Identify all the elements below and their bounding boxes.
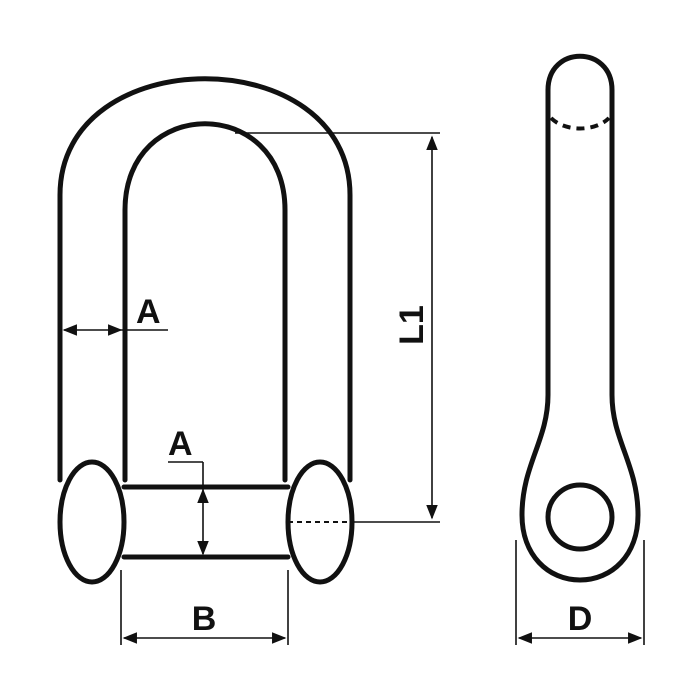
dimension-a-bow: A: [62, 293, 168, 336]
dimension-d-label: D: [568, 600, 593, 638]
dimension-l1: L1: [235, 132, 440, 523]
shackle-front-view: [57, 76, 355, 585]
shackle-left-eye: [57, 459, 127, 585]
dimension-a-pin-label: A: [168, 425, 193, 463]
shackle-side-outline: [519, 53, 641, 583]
dimension-b-label: B: [192, 600, 217, 638]
shackle-outer-outline: [57, 76, 353, 483]
dimension-a-bow-label: A: [136, 293, 161, 331]
dimension-d: D: [515, 540, 645, 645]
shackle-side-view: [519, 53, 641, 583]
dimension-l1-label: L1: [393, 305, 431, 345]
shackle-side-eye-hole: [545, 482, 615, 552]
shackle-inner-outline: [122, 121, 288, 483]
dimension-b: B: [120, 570, 289, 645]
shackle-side-top-dashed-arc: [549, 116, 611, 131]
dimension-a-pin: A: [168, 425, 209, 556]
